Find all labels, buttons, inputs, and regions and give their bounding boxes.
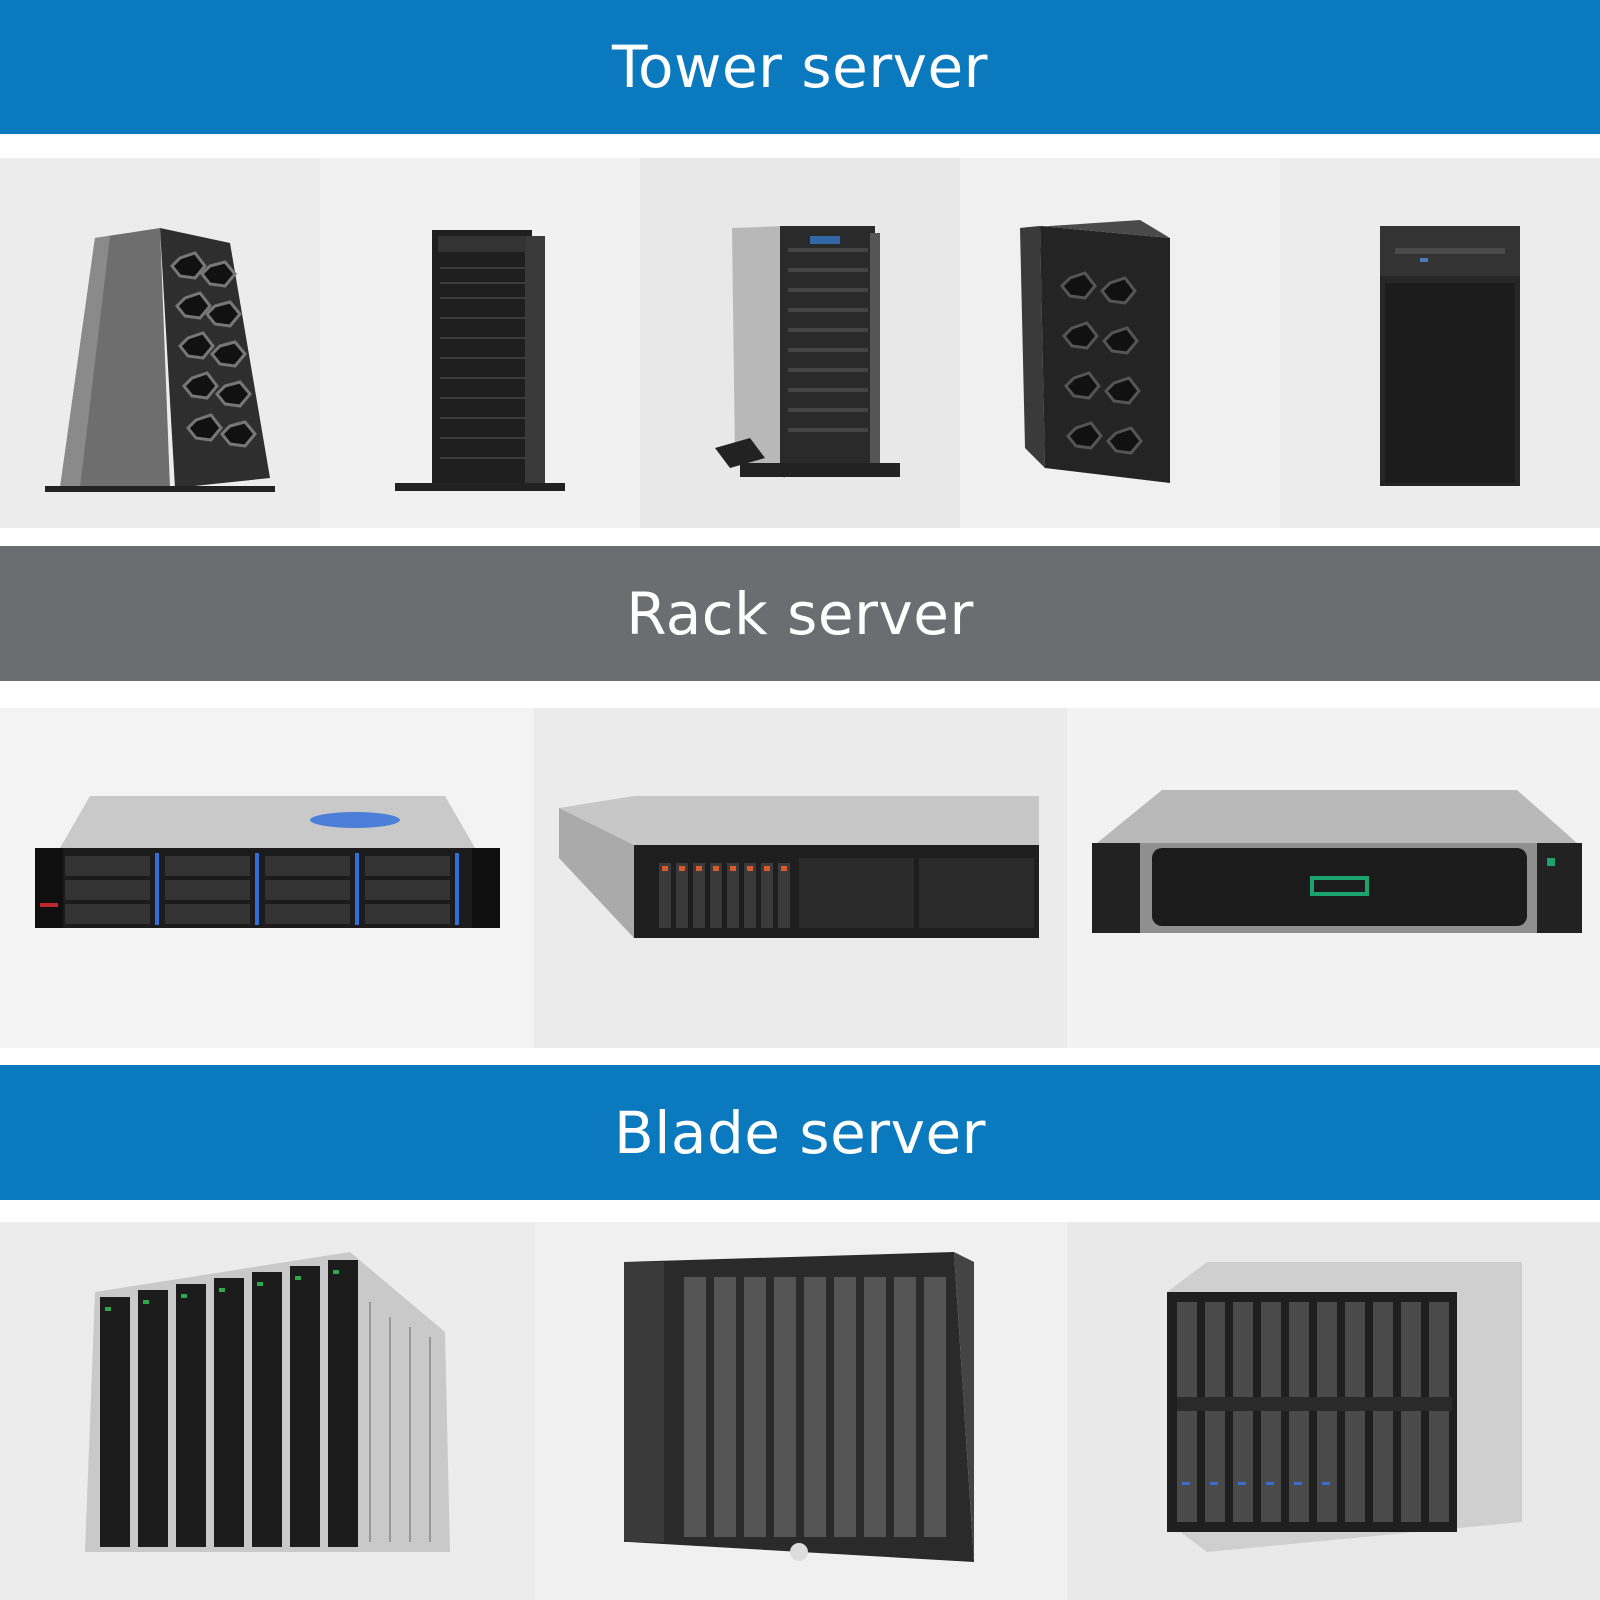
rack-server-banner: Rack server <box>0 546 1600 681</box>
rack-server-image-3 <box>1067 708 1600 1048</box>
blade-server-title: Blade server <box>614 1098 986 1167</box>
blade-server-banner: Blade server <box>0 1065 1600 1200</box>
tower-server-image-5 <box>1280 158 1600 528</box>
blade-server-images <box>0 1222 1600 1600</box>
blade-server-image-2 <box>534 1222 1067 1600</box>
tower-server-image-3 <box>640 158 960 528</box>
blade-server-image-3 <box>1067 1222 1600 1600</box>
tower-server-image-4 <box>960 158 1280 528</box>
rack-server-images <box>0 708 1600 1048</box>
blade-server-image-1 <box>0 1222 534 1600</box>
rack-server-title: Rack server <box>626 579 974 648</box>
tower-server-banner: Tower server <box>0 0 1600 134</box>
tower-server-image-1 <box>0 158 320 528</box>
tower-server-image-2 <box>320 158 640 528</box>
tower-server-images <box>0 158 1600 528</box>
rack-server-image-1 <box>0 708 534 1048</box>
tower-server-title: Tower server <box>611 33 989 101</box>
rack-server-image-2 <box>534 708 1067 1048</box>
